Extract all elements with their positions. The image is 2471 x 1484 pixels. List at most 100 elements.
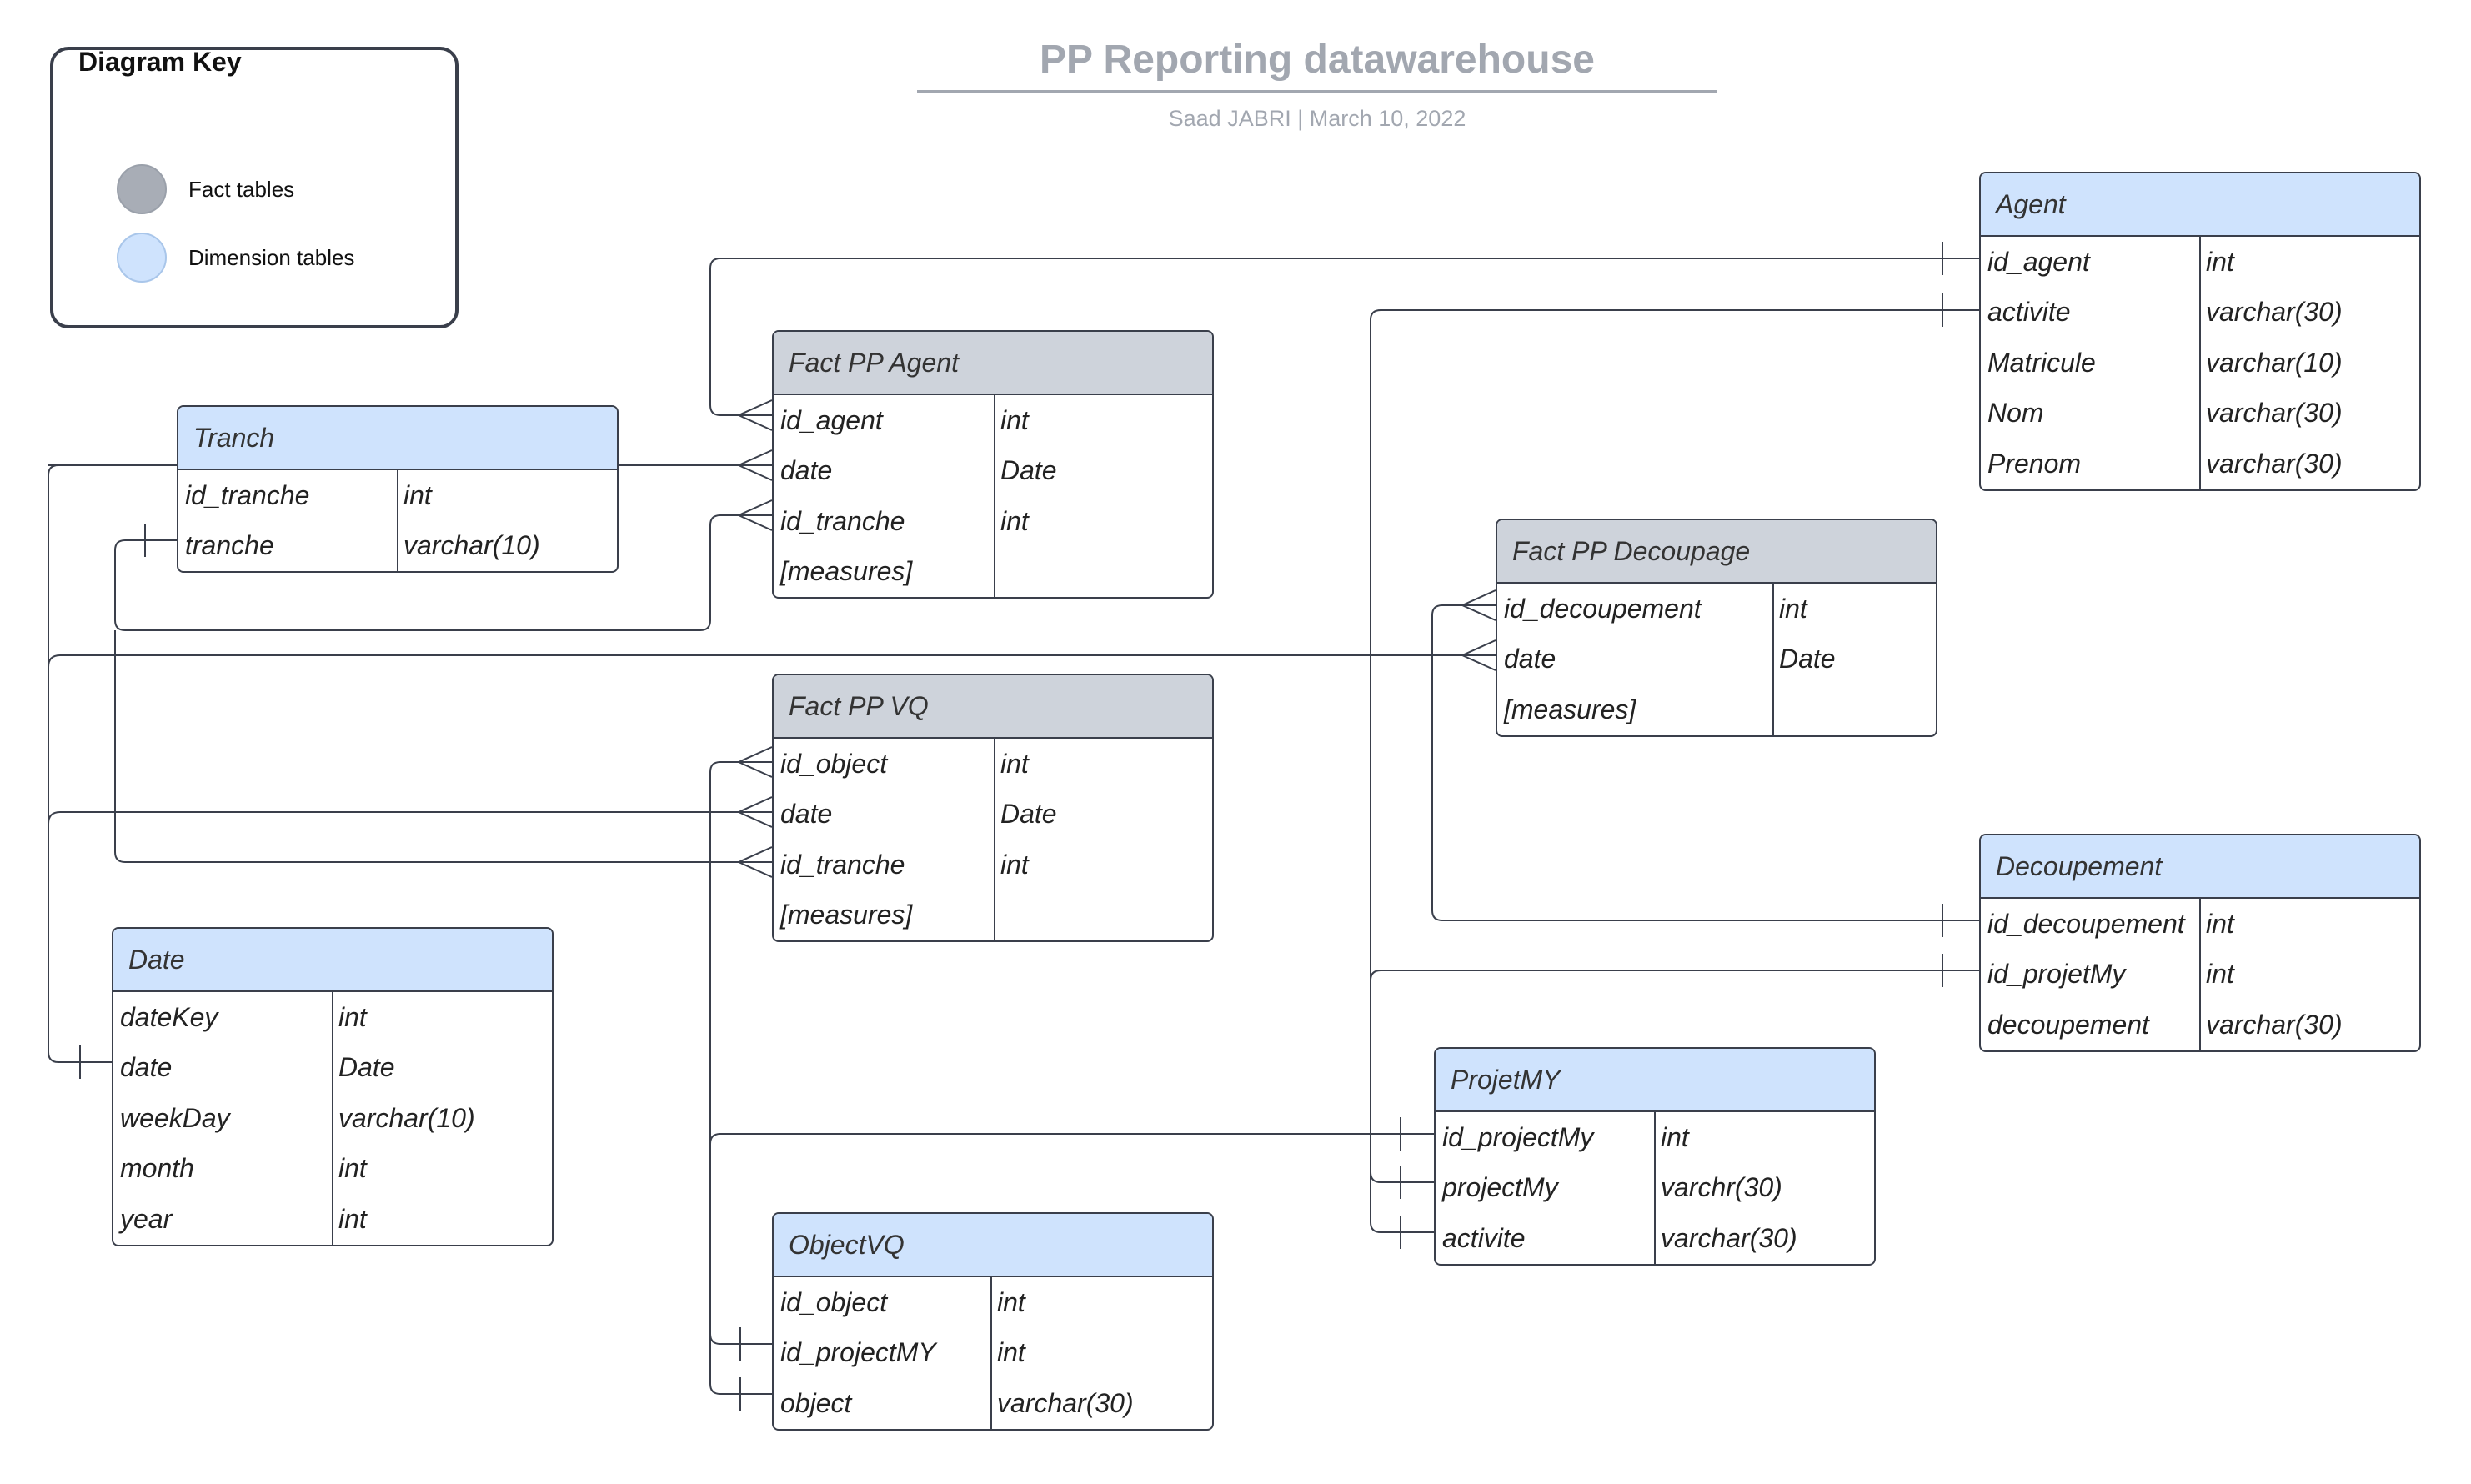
line-date-spine bbox=[48, 464, 112, 1063]
line-decoupement-fact-decoupage bbox=[1431, 604, 1979, 921]
column-type: int bbox=[1661, 1121, 1689, 1152]
table-row[interactable]: decoupement varchar(30) bbox=[1981, 1000, 2419, 1050]
column-type: Date bbox=[338, 1052, 395, 1083]
many-marker bbox=[738, 499, 773, 531]
many-marker bbox=[738, 796, 773, 828]
many-marker bbox=[738, 846, 773, 878]
column-name: id_object bbox=[780, 1286, 888, 1317]
table-row[interactable]: tranche varchar(10) bbox=[178, 521, 617, 572]
column-type: Date bbox=[1000, 799, 1057, 830]
table-row[interactable]: activite varchar(30) bbox=[1436, 1213, 1874, 1264]
line-date-fact-vq bbox=[48, 811, 739, 825]
table-row[interactable]: Matricule varchar(10) bbox=[1981, 338, 2419, 389]
column-name: Matricule bbox=[1987, 347, 2096, 378]
column-divider bbox=[1772, 584, 1774, 735]
table-row[interactable]: [measures] bbox=[774, 890, 1212, 941]
column-type: int bbox=[338, 1001, 367, 1032]
column-name: Prenom bbox=[1987, 448, 2082, 479]
fact-swatch bbox=[117, 164, 167, 214]
column-name: date bbox=[120, 1052, 173, 1083]
table-header: Fact PP Agent bbox=[774, 332, 1212, 395]
column-type: varchr(30) bbox=[1661, 1172, 1782, 1203]
table-row[interactable]: id_agent int bbox=[774, 395, 1212, 446]
column-name: activite bbox=[1442, 1222, 1526, 1253]
column-type: varchar(10) bbox=[403, 530, 540, 561]
line-agent-projetmy bbox=[1370, 309, 1979, 1233]
column-name: month bbox=[120, 1153, 194, 1184]
column-name: Nom bbox=[1987, 398, 2044, 429]
column-name: id_agent bbox=[1987, 246, 2090, 277]
column-name: id_agent bbox=[780, 404, 883, 435]
column-name: [measures] bbox=[780, 556, 913, 587]
key-dimension-row: Dimension tables bbox=[117, 232, 354, 283]
key-dimension-label: Dimension tables bbox=[188, 244, 355, 270]
column-name: id_projectMy bbox=[1442, 1121, 1594, 1152]
column-name: id_object bbox=[780, 748, 888, 779]
table-header: ProjetMY bbox=[1436, 1049, 1874, 1112]
table-row[interactable]: [measures] bbox=[1497, 684, 1936, 735]
table-row[interactable]: [measures] bbox=[774, 547, 1212, 598]
table-header: ObjectVQ bbox=[774, 1214, 1212, 1277]
line-agent-fact-agent bbox=[709, 258, 1979, 416]
column-name: id_projectMY bbox=[780, 1337, 936, 1368]
table-row[interactable]: id_projectMy int bbox=[1436, 1112, 1874, 1163]
column-name: id_tranche bbox=[780, 849, 905, 880]
table-row[interactable]: id_projetMy int bbox=[1981, 950, 2419, 1000]
column-type: int bbox=[2206, 959, 2234, 990]
table-header: Fact PP VQ bbox=[774, 675, 1212, 739]
column-divider bbox=[1654, 1112, 1656, 1264]
table-header: Agent bbox=[1981, 173, 2419, 237]
column-name: tranche bbox=[185, 530, 274, 561]
table-header: Fact PP Decoupage bbox=[1497, 520, 1936, 584]
column-type: int bbox=[338, 1203, 367, 1234]
column-name: object bbox=[780, 1387, 852, 1418]
column-type: varchar(10) bbox=[2206, 347, 2343, 378]
column-type: varchar(30) bbox=[1661, 1222, 1797, 1253]
column-name: id_projetMy bbox=[1987, 959, 2126, 990]
column-type: Date bbox=[1779, 644, 1836, 674]
table-row[interactable]: date Date bbox=[113, 1043, 552, 1094]
column-type: varchar(30) bbox=[2206, 1009, 2343, 1040]
column-name: decoupement bbox=[1987, 1009, 2149, 1040]
column-type: int bbox=[1000, 404, 1029, 435]
column-name: [measures] bbox=[1504, 694, 1636, 724]
column-name: weekDay bbox=[120, 1102, 230, 1133]
line-projetmy-objectvq bbox=[709, 1133, 1434, 1395]
column-name: activite bbox=[1987, 297, 2071, 328]
